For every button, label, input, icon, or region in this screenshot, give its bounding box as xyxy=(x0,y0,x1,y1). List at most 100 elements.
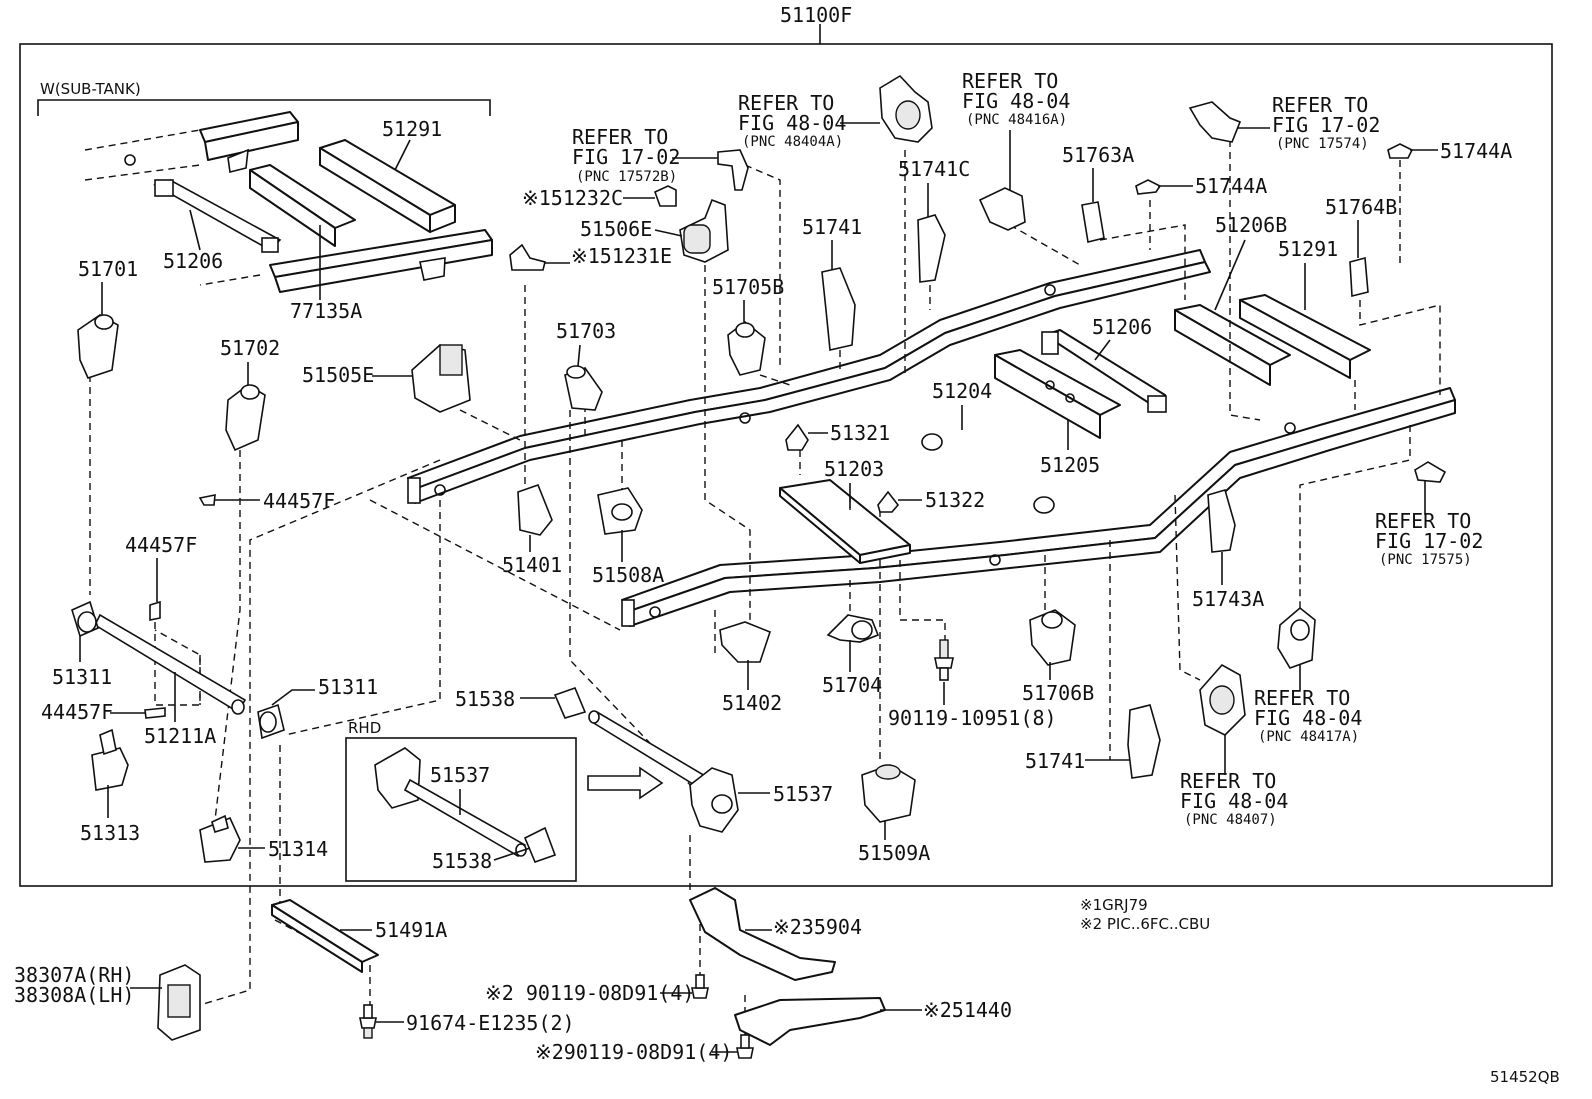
label-90119-08D91-b: ※290119-08D91(4) xyxy=(535,1040,732,1064)
part-ref-48407 xyxy=(1199,663,1246,736)
part-51743A xyxy=(1207,489,1236,553)
part-51401 xyxy=(517,483,553,536)
part-ref-17572B xyxy=(717,149,749,191)
label-51505E: 51505E xyxy=(302,363,374,387)
label-51741-b: 51741 xyxy=(1025,749,1085,773)
label-44457F-b: 44457F xyxy=(125,533,197,557)
label-ref-17574-2: FIG 17-02 xyxy=(1272,113,1380,137)
label-51100F: 51100F xyxy=(780,3,852,27)
label-51401: 51401 xyxy=(502,553,562,577)
label-ref-17575-3: (PNC 17575) xyxy=(1379,552,1472,568)
label-ref-48416A-2: FIG 48-04 xyxy=(962,89,1070,113)
label-35904: ※235904 xyxy=(773,915,862,939)
label-51764B: 51764B xyxy=(1325,195,1397,219)
label-51703: 51703 xyxy=(556,319,616,343)
label-51311-a: 51311 xyxy=(52,665,112,689)
label-ref-48416A-3: (PNC 48416A) xyxy=(966,112,1067,128)
part-51314 xyxy=(199,814,241,863)
label-51203: 51203 xyxy=(824,457,884,481)
label-ref-48416A-1: REFER TO xyxy=(962,69,1058,93)
part-51322 xyxy=(877,490,900,513)
label-51313: 51313 xyxy=(80,821,140,845)
part-51506E xyxy=(679,198,729,263)
part-44457F-b xyxy=(149,600,161,621)
label-ref-17572B-1: REFER TO xyxy=(572,125,668,149)
part-51706B xyxy=(1029,609,1076,666)
label-ref-48407-3: (PNC 48407) xyxy=(1184,812,1277,828)
part-51744A-a xyxy=(1135,179,1162,195)
sub-tank-frame-section xyxy=(84,111,493,293)
part-ref-17574 xyxy=(1188,101,1242,143)
label-91674: 91674-E1235(2) xyxy=(406,1011,575,1035)
label-51232C: ※151232C xyxy=(522,186,623,210)
part-51704 xyxy=(826,614,880,643)
label-51231E: ※151231E xyxy=(571,244,672,268)
part-51705B xyxy=(727,320,766,376)
label-51741-a: 51741 xyxy=(802,215,862,239)
label-51402: 51402 xyxy=(722,691,782,715)
label-51744A-a: 51744A xyxy=(1195,174,1267,198)
leader-51291-top xyxy=(394,139,411,171)
part-51764B xyxy=(1349,256,1369,298)
label-51704: 51704 xyxy=(822,673,882,697)
label-51311-b: 51311 xyxy=(318,675,378,699)
label-51206-mid: 51206 xyxy=(1092,315,1152,339)
crossmember-51206-mid xyxy=(1041,329,1167,413)
part-ref-17575 xyxy=(1414,461,1447,483)
part-44457F-a xyxy=(198,494,216,506)
part-51491A xyxy=(271,899,379,973)
part-44457F-c xyxy=(144,707,166,719)
part-51321 xyxy=(785,423,809,451)
part-51508A xyxy=(597,487,643,535)
part-51232C xyxy=(654,185,677,207)
label-51506E: 51506E xyxy=(580,217,652,241)
label-51491A: 51491A xyxy=(375,918,447,942)
label-ref-17575-1: REFER TO xyxy=(1375,509,1471,533)
stabilizer-51537 xyxy=(588,710,739,833)
label-ref-48417A-3: (PNC 48417A) xyxy=(1258,729,1359,745)
leader-51506E xyxy=(654,229,683,237)
rhd-inset-box xyxy=(345,737,577,882)
part-51741C xyxy=(917,214,946,283)
leader-51206B xyxy=(1214,239,1246,311)
label-ref-48417A-2: FIG 48-04 xyxy=(1254,706,1362,730)
main-ladder-frame xyxy=(407,249,1456,627)
label-ref-17572B-3: (PNC 17572B) xyxy=(576,169,677,185)
label-51291-top: 51291 xyxy=(382,117,442,141)
bolt-90119-10951 xyxy=(934,639,954,681)
part-51538 xyxy=(553,686,587,719)
assembly-guide-lines xyxy=(89,140,1441,1040)
part-35904 xyxy=(689,887,836,981)
note-1: ※1GRJ79 xyxy=(1080,896,1148,914)
leader-51703 xyxy=(577,344,581,367)
label-ref-48407-2: FIG 48-04 xyxy=(1180,789,1288,813)
note-2: ※2 PIC..6FC..CBU xyxy=(1080,915,1210,933)
label-ref-17572B-2: FIG 17-02 xyxy=(572,145,680,169)
label-51206-top: 51206 xyxy=(163,249,223,273)
label-90119-10951: 90119-10951(8) xyxy=(888,706,1057,730)
leader-51538-rhd xyxy=(493,847,531,861)
part-51440 xyxy=(734,997,886,1046)
label-51538: 51538 xyxy=(455,687,515,711)
part-51505E xyxy=(411,344,471,413)
label-51705B: 51705B xyxy=(712,275,784,299)
part-ref-48417A xyxy=(1277,606,1316,669)
crossmember-51203 xyxy=(779,479,911,564)
label-51538-rhd: 51538 xyxy=(432,849,492,873)
part-ref-48404A xyxy=(879,74,933,143)
part-51741-a xyxy=(821,267,856,351)
label-38307A: 38307A(RH) xyxy=(14,963,134,987)
label-51204: 51204 xyxy=(932,379,992,403)
drawing-number: 51452QB xyxy=(1490,1068,1560,1086)
label-51744A-b: 51744A xyxy=(1440,139,1512,163)
label-77135A: 77135A xyxy=(290,299,362,323)
bolt-90119-08D91-a xyxy=(691,974,709,999)
label-ref-48404A-1: REFER TO xyxy=(738,91,834,115)
label-51206B: 51206B xyxy=(1215,213,1287,237)
crossmember-51206B xyxy=(1174,294,1371,386)
part-51763A xyxy=(1081,201,1105,243)
leader-51311-b xyxy=(271,689,315,706)
part-51311-b xyxy=(257,703,285,740)
label-51440: ※251440 xyxy=(923,998,1012,1022)
pipe-51204 xyxy=(921,426,1055,514)
